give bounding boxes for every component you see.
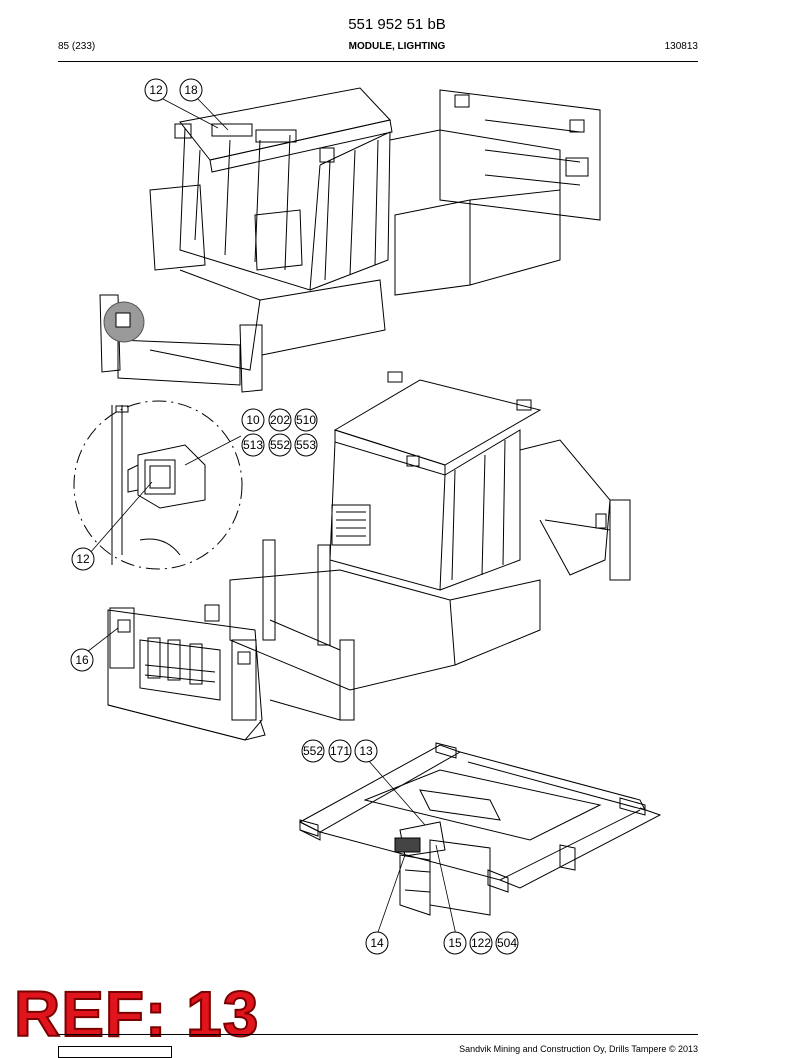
middle-machine-illustration [107,371,631,741]
svg-text:504: 504 [497,936,517,950]
callout-510: 510 [294,408,318,432]
footer-rule [58,1034,698,1035]
callout-18: 18 [179,78,203,102]
section-title: MODULE, LIGHTING [348,41,446,52]
svg-text:13: 13 [359,744,373,758]
callout-202: 202 [268,408,292,432]
svg-text:552: 552 [270,438,290,452]
header-rule [58,61,698,62]
callout-553: 553 [294,433,318,457]
lower-frame-illustration [298,742,662,916]
svg-text:552: 552 [303,744,323,758]
upper-machine-illustration [99,87,601,393]
svg-text:122: 122 [471,936,491,950]
callout-122: 122 [469,931,493,955]
svg-text:15: 15 [448,936,462,950]
brand-logo [58,1046,172,1058]
callout-12-top: 12 [144,78,168,102]
lamp-detail-view [73,400,243,570]
svg-text:12: 12 [149,83,163,97]
callout-552-lower: 552 [301,739,325,763]
svg-text:171: 171 [330,744,350,758]
svg-text:513: 513 [243,438,263,452]
callout-171: 171 [328,739,352,763]
callout-10: 10 [241,408,265,432]
callout-513: 513 [241,433,265,457]
svg-text:553: 553 [296,438,316,452]
svg-text:202: 202 [270,413,290,427]
ref-stamp: REF: 13 [13,978,260,1050]
svg-text:16: 16 [75,653,89,667]
callout-504: 504 [495,931,519,955]
footer-copyright: Sandvik Mining and Construction Oy, Dril… [459,1044,698,1054]
callout-13: 13 [354,739,378,763]
leader-lines [86,97,457,936]
svg-text:10: 10 [246,413,260,427]
callout-16: 16 [70,648,94,672]
page-number: 85 (233) [58,41,96,52]
callout-552-middle: 552 [268,433,292,457]
part-callouts: 12 18 10 202 510 513 552 553 12 16 552 1… [70,78,519,955]
svg-text:12: 12 [76,552,90,566]
callout-12-detail: 12 [71,547,95,571]
callout-14: 14 [365,931,389,955]
callout-15: 15 [443,931,467,955]
date-code: 130813 [664,41,698,52]
svg-text:14: 14 [370,936,384,950]
svg-text:510: 510 [296,413,316,427]
svg-text:18: 18 [184,83,198,97]
document-number: 551 952 51 bB [348,16,446,33]
